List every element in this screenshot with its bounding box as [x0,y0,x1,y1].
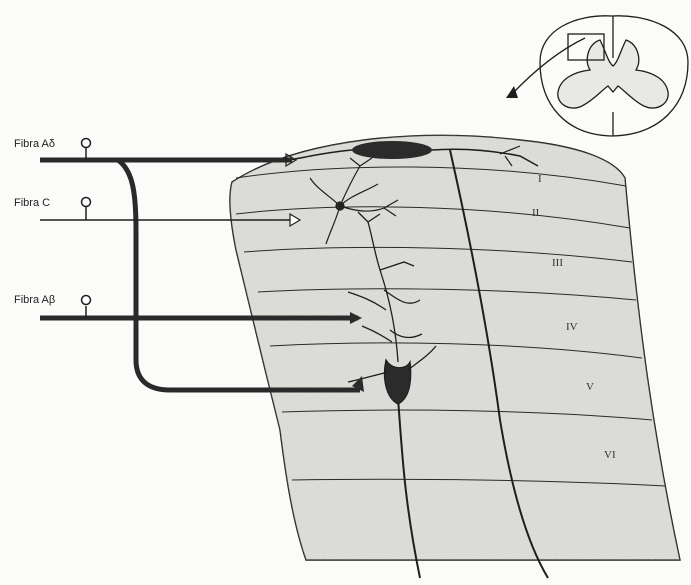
spinal-cord-inset [506,16,688,136]
lamina-label-ii: II [532,207,540,219]
lamina-label-vi: VI [604,449,616,461]
fiber-label-a-beta: Fibra Aβ [14,294,55,306]
lamina-label-iii: III [552,257,563,269]
lamina-label-i: I [538,173,542,185]
fiber-a-delta-ganglion-icon [82,139,91,148]
inset-arrow-icon [506,86,518,98]
fiber-label-c: Fibra C [14,197,50,209]
lamina-label-iv: IV [566,321,578,333]
dorsal-horn-tissue [230,135,680,560]
lamina-label-v: V [586,381,594,393]
fiber-c-ganglion-icon [82,198,91,207]
fiber-labels: Fibra Aδ Fibra C Fibra Aβ [14,138,55,306]
fiber-label-a-delta: Fibra Aδ [14,138,55,150]
fiber-a-beta-ganglion-icon [82,296,91,305]
